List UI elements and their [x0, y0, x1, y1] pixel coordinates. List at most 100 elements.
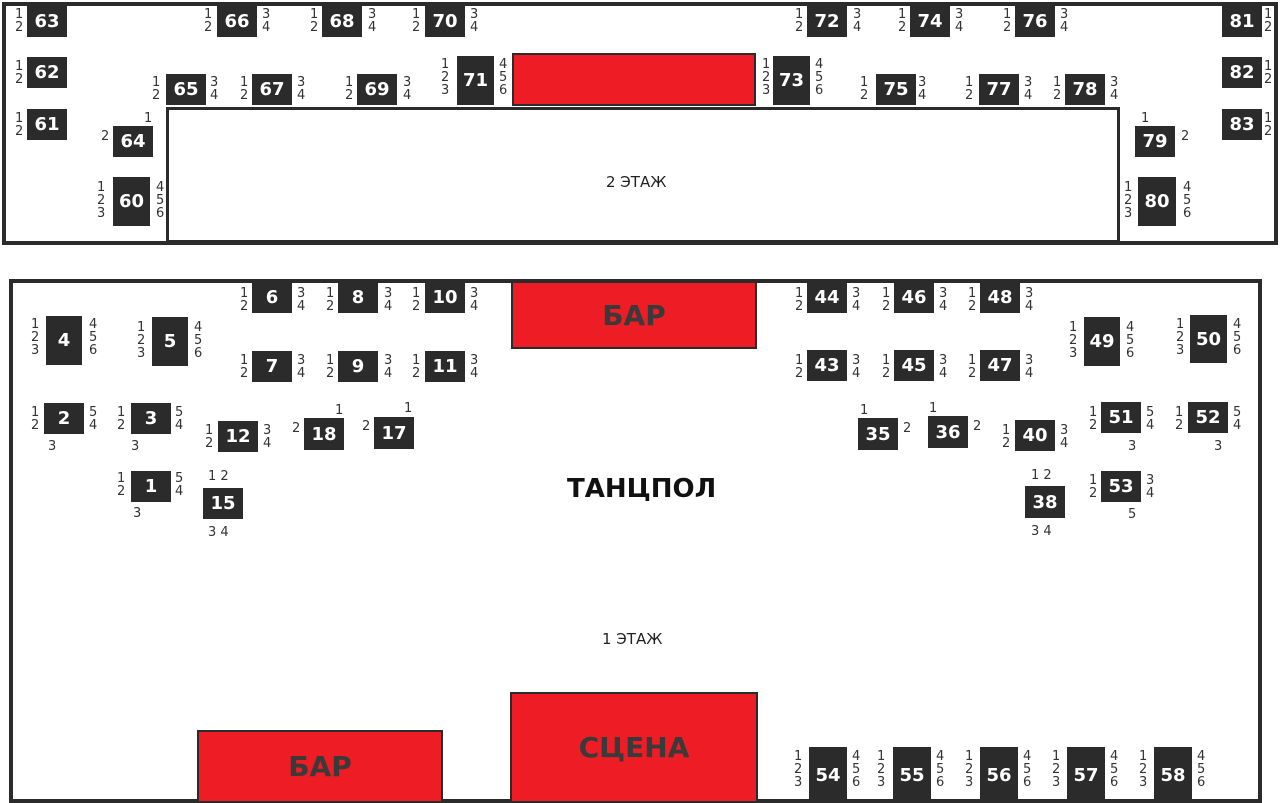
table-46[interactable]: 46 [894, 282, 934, 313]
seat-number: 3 [470, 286, 479, 301]
table-61[interactable]: 61 [27, 109, 67, 140]
table-75[interactable]: 75 [876, 74, 916, 105]
table-48[interactable]: 48 [980, 282, 1020, 313]
seat-number: 1 [310, 7, 319, 22]
table-36[interactable]: 36 [928, 416, 968, 448]
table-12[interactable]: 12 [218, 421, 258, 452]
table-58[interactable]: 58 [1154, 747, 1192, 803]
seat-number: 4 [297, 299, 306, 314]
table-49[interactable]: 49 [1084, 317, 1120, 366]
table-60[interactable]: 60 [113, 177, 150, 226]
table-2[interactable]: 2 [44, 403, 84, 434]
table-9[interactable]: 9 [338, 351, 378, 382]
table-77[interactable]: 77 [979, 74, 1019, 105]
seat-number: 2 [965, 88, 974, 103]
table-52[interactable]: 52 [1188, 402, 1228, 433]
seat-number: 3 [470, 7, 479, 22]
table-38[interactable]: 38 [1025, 486, 1065, 518]
table-44[interactable]: 44 [807, 282, 847, 313]
seat-number: 5 [89, 405, 98, 420]
seat-number: 3 [384, 286, 393, 301]
seat-number: 1 [1264, 59, 1273, 74]
table-81[interactable]: 81 [1222, 6, 1262, 37]
seat-number: 6 [936, 775, 945, 790]
table-43[interactable]: 43 [807, 350, 847, 381]
table-6[interactable]: 6 [252, 282, 292, 313]
table-72[interactable]: 72 [807, 6, 847, 37]
table-73[interactable]: 73 [773, 56, 810, 105]
table-63[interactable]: 63 [27, 6, 67, 37]
table-71[interactable]: 71 [457, 56, 494, 105]
table-82[interactable]: 82 [1222, 57, 1262, 88]
seat-number: 2 [1089, 418, 1098, 433]
table-1[interactable]: 1 [131, 471, 171, 502]
table-62[interactable]: 62 [27, 57, 67, 88]
table-79[interactable]: 79 [1135, 126, 1175, 157]
table-17[interactable]: 17 [374, 417, 414, 449]
table-74[interactable]: 74 [910, 6, 950, 37]
table-15[interactable]: 15 [203, 488, 243, 519]
table-40[interactable]: 40 [1015, 420, 1055, 451]
table-54[interactable]: 54 [809, 747, 847, 803]
table-35[interactable]: 35 [858, 418, 898, 450]
seat-number: 4 [297, 88, 306, 103]
seat-number: 4 [470, 299, 479, 314]
table-18[interactable]: 18 [304, 418, 344, 450]
seat-number: 2 [1052, 762, 1061, 777]
seat-number: 1 [795, 286, 804, 301]
table-53[interactable]: 53 [1101, 471, 1141, 502]
seat-number: 4 [1126, 320, 1135, 335]
seat-number: 1 [240, 286, 249, 301]
seat-number: 1 [965, 75, 974, 90]
table-64[interactable]: 64 [113, 126, 153, 157]
seat-number: 1 [795, 353, 804, 368]
table-76[interactable]: 76 [1015, 6, 1055, 37]
table-66[interactable]: 66 [217, 6, 257, 37]
seat-number: 5 [1146, 405, 1155, 420]
table-83[interactable]: 83 [1222, 109, 1262, 140]
seat-number: 3 [965, 775, 974, 790]
table-7[interactable]: 7 [252, 351, 292, 382]
table-78[interactable]: 78 [1065, 74, 1105, 105]
seat-number: 3 [794, 775, 803, 790]
seat-number: 2 [15, 124, 24, 139]
table-70[interactable]: 70 [425, 6, 465, 37]
seat-number: 4 [1183, 180, 1192, 195]
table-55[interactable]: 55 [893, 747, 931, 803]
seat-number: 2 [1089, 486, 1098, 501]
seat-number: 2 [968, 299, 977, 314]
seat-number: 2 [1003, 20, 1012, 35]
table-69[interactable]: 69 [357, 74, 397, 105]
seat-number: 2 [860, 88, 869, 103]
table-51[interactable]: 51 [1101, 402, 1141, 433]
table-57[interactable]: 57 [1067, 747, 1105, 803]
seat-number: 2 [965, 762, 974, 777]
table-45[interactable]: 45 [894, 350, 934, 381]
seat-number: 5 [936, 762, 945, 777]
seat-number: 1 [1264, 7, 1273, 22]
seat-number: 1 [898, 7, 907, 22]
table-50[interactable]: 50 [1190, 315, 1227, 363]
table-67[interactable]: 67 [252, 74, 292, 105]
table-68[interactable]: 68 [322, 6, 362, 37]
seat-number: 1 [860, 75, 869, 90]
seat-number: 2 [1124, 193, 1133, 208]
table-47[interactable]: 47 [980, 350, 1020, 381]
table-4[interactable]: 4 [46, 316, 82, 365]
table-65[interactable]: 65 [166, 74, 206, 105]
seat-number: 2 [117, 418, 126, 433]
dance-floor-label: ТАНЦПОЛ [567, 474, 717, 504]
table-10[interactable]: 10 [425, 282, 465, 313]
seat-number: 4 [852, 299, 861, 314]
table-56[interactable]: 56 [980, 747, 1018, 803]
table-3[interactable]: 3 [131, 403, 171, 434]
seat-number: 5 [815, 70, 824, 85]
seat-number: 1 [1089, 473, 1098, 488]
seat-number: 2 [240, 88, 249, 103]
table-80[interactable]: 80 [1138, 177, 1176, 226]
seat-number: 1 [335, 403, 344, 418]
table-8[interactable]: 8 [338, 282, 378, 313]
table-11[interactable]: 11 [425, 351, 465, 382]
table-5[interactable]: 5 [152, 317, 188, 366]
seat-number: 2 [204, 20, 213, 35]
